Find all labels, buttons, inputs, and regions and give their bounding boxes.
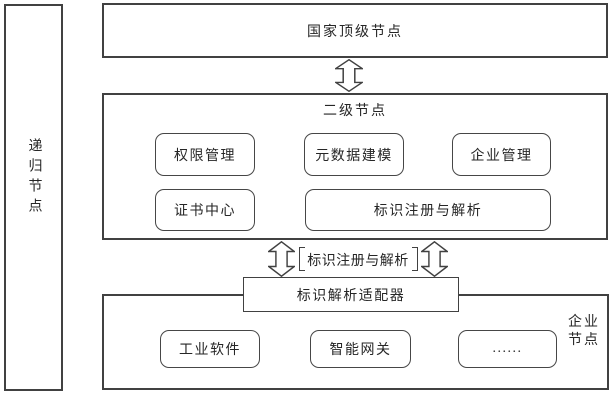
double-vertical-arrow-icon (268, 241, 295, 277)
module-id-register-resolve: 标识注册与解析 (305, 189, 551, 231)
recursive-node-label: 递归节点 (26, 138, 42, 218)
second-level-node-label: 二级节点 (323, 104, 387, 119)
national-top-node-label: 国家顶级节点 (307, 24, 403, 40)
module-smart-gateway: 智能网关 (310, 330, 411, 368)
module-enterprise-management: 企业管理 (452, 133, 551, 176)
right-bracket-decoration (412, 247, 418, 271)
module-ellipsis: ...... (458, 330, 557, 368)
module-permission-management: 权限管理 (155, 133, 255, 176)
national-top-node-box: 国家顶级节点 (102, 3, 608, 58)
double-vertical-arrow-icon (421, 241, 448, 277)
enterprise-node-label: 企业节点 (568, 315, 600, 348)
double-vertical-arrow-icon (335, 59, 363, 92)
recursive-node-box: 递归节点 (4, 4, 63, 391)
module-metadata-modeling: 元数据建模 (304, 133, 404, 176)
adapter-box: 标识解析适配器 (243, 277, 459, 312)
module-industrial-software: 工业软件 (160, 330, 260, 368)
module-certificate-center: 证书中心 (155, 189, 255, 231)
adapter-label: 标识解析适配器 (296, 288, 406, 304)
link-label: 标识注册与解析 (307, 254, 409, 269)
left-bracket-decoration (299, 247, 305, 271)
